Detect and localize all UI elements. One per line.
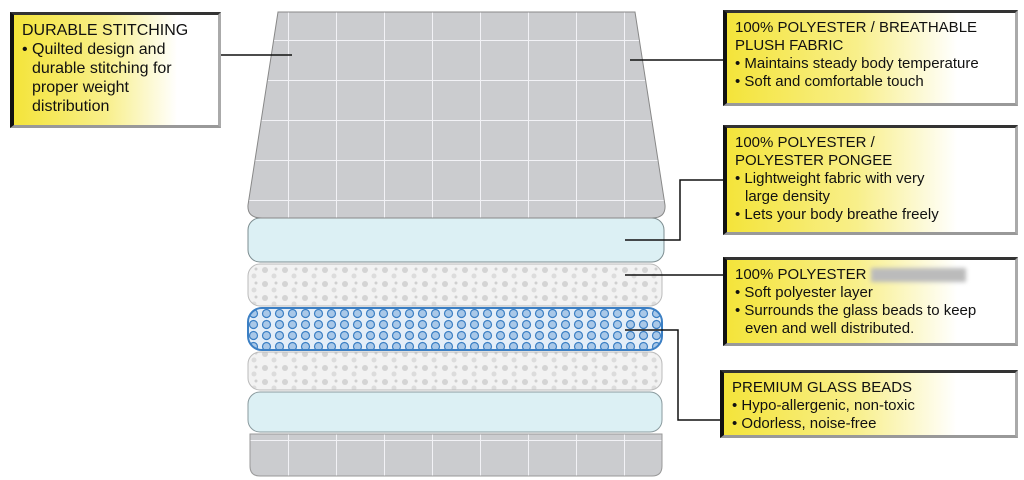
callout-title: 100% POLYESTER / BREATHABLE PLUSH FABRIC: [735, 19, 978, 54]
callout-polyester-fill: 100% POLYESTER • Soft polyester layer • …: [723, 257, 1018, 346]
callout-bullet: • Soft polyester layer: [735, 284, 873, 301]
callout-title: 100% POLYESTER / POLYESTER PONGEE: [735, 134, 893, 169]
callout-bullet: • Soft and comfortable touch: [735, 73, 924, 90]
layer-glass-beads: [247, 307, 663, 351]
callout-bullet: • Quilted design and durable stitching f…: [22, 41, 172, 115]
callout-title-row: 100% POLYESTER: [735, 266, 1007, 284]
callout-pongee: 100% POLYESTER / POLYESTER PONGEE • Ligh…: [723, 125, 1018, 235]
callout-bullet: • Lightweight fabric with very large den…: [735, 170, 925, 205]
layer-bottom-pongee: [247, 391, 663, 433]
layer-top-pongee: [247, 217, 665, 263]
layer-top-fill: [247, 263, 663, 307]
callout-title: 100% POLYESTER: [735, 266, 867, 283]
callout-title: DURABLE STITCHING: [22, 22, 189, 39]
layer-bottom-quilt: [249, 433, 663, 477]
callout-glass-beads: PREMIUM GLASS BEADS • Hypo-allergenic, n…: [720, 370, 1018, 438]
blurred-text: [870, 268, 966, 283]
callout-bullet: • Hypo-allergenic, non-toxic: [732, 397, 915, 414]
callout-bullet: • Surrounds the glass beads to keep even…: [735, 302, 977, 337]
callout-title: PREMIUM GLASS BEADS: [732, 379, 913, 396]
callout-bullet: • Odorless, noise-free: [732, 415, 877, 432]
layer-top-quilt: [247, 11, 666, 219]
callout-bullet: • Lets your body breathe freely: [735, 206, 939, 223]
layer-bottom-fill: [247, 351, 663, 391]
callout-bullet: • Maintains steady body temperature: [735, 55, 979, 72]
callout-lines: [220, 54, 723, 421]
callout-plush-fabric: 100% POLYESTER / BREATHABLE PLUSH FABRIC…: [723, 10, 1018, 106]
callout-durable-stitching: DURABLE STITCHING • Quilted design and d…: [10, 12, 221, 128]
